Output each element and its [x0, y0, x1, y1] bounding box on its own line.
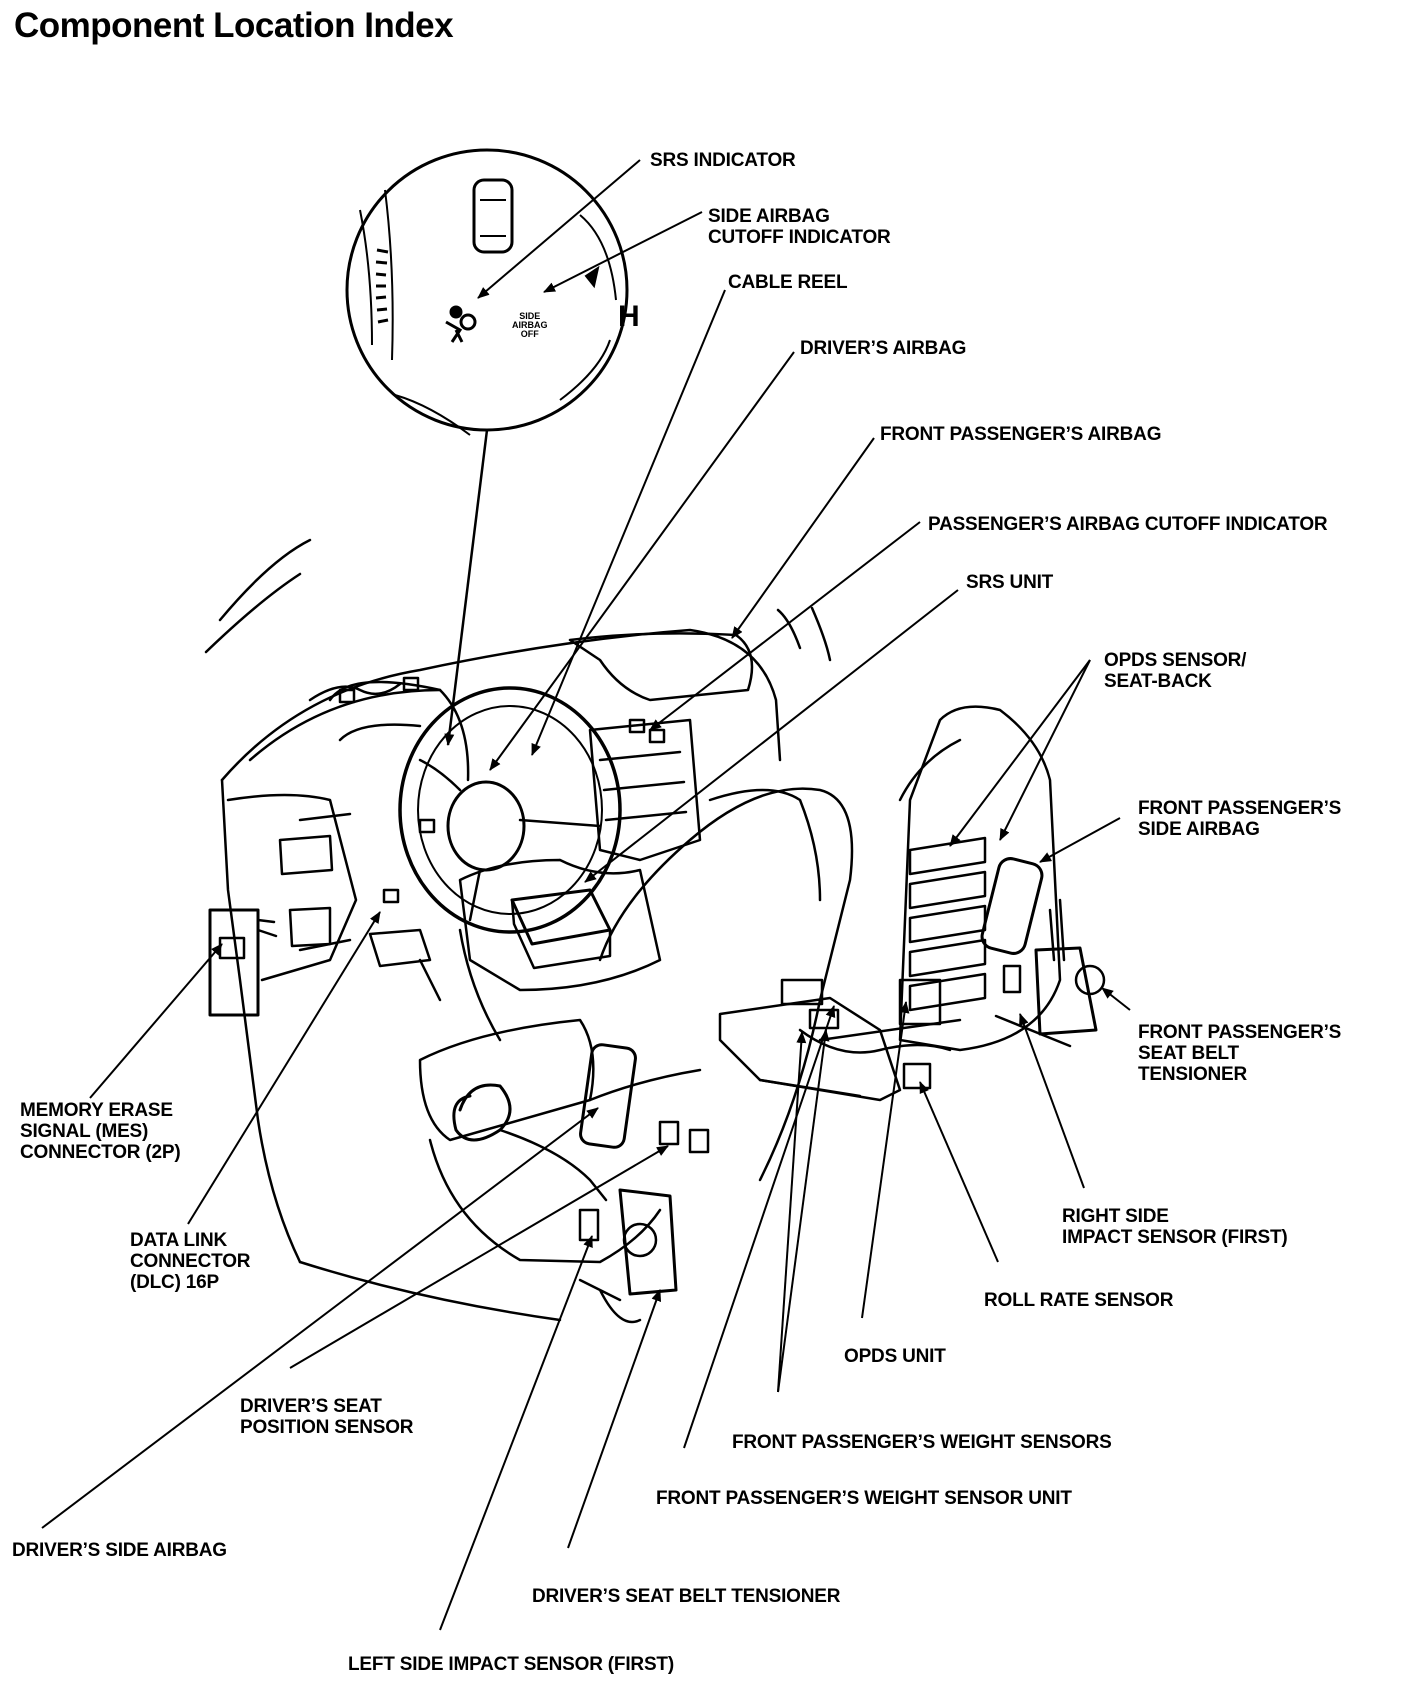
label-drivers-side-airbag: DRIVER’S SIDE AIRBAG: [12, 1540, 227, 1561]
label-left-side-impact-sensor: LEFT SIDE IMPACT SENSOR (FIRST): [348, 1654, 674, 1675]
label-srs-indicator: SRS INDICATOR: [650, 150, 796, 171]
label-roll-rate-sensor: ROLL RATE SENSOR: [984, 1290, 1174, 1311]
label-passengers-airbag-cutoff-indicator: PASSENGER’S AIRBAG CUTOFF INDICATOR: [928, 514, 1328, 535]
drivers-side-airbag-module: [579, 1043, 637, 1149]
drivers-seat-belt-tensioner: [618, 1188, 678, 1296]
label-fp-weight-sensor-unit: FRONT PASSENGER’S WEIGHT SENSOR UNIT: [656, 1488, 1072, 1509]
srs-indicator-icon: [445, 305, 477, 343]
label-drivers-seat-belt-tensioner: DRIVER’S SEAT BELT TENSIONER: [532, 1586, 841, 1607]
inset-leader: [444, 429, 489, 746]
label-srs-unit: SRS UNIT: [966, 572, 1054, 593]
side-airbag-off-indicator: SIDE AIRBAG OFF: [512, 311, 548, 339]
label-cable-reel: CABLE REEL: [728, 272, 848, 293]
steering-wheel: [398, 686, 622, 934]
label-front-passengers-airbag: FRONT PASSENGER’S AIRBAG: [880, 424, 1162, 445]
leader-lines: [41, 159, 1131, 1631]
label-opds-sensor-seat-back: OPDS SENSOR/SEAT-BACK: [1104, 650, 1247, 692]
fp-seat-belt-tensioner: [1034, 946, 1098, 1036]
door-ajar-car-icon: [472, 178, 514, 254]
front-passenger-seat-frame: [898, 705, 1062, 1052]
page-title: Component Location Index: [14, 6, 454, 45]
fp-seat-rails: [718, 996, 902, 1102]
mes-connector-block: [208, 908, 260, 1017]
label-drivers-airbag: DRIVER’S AIRBAG: [800, 338, 967, 359]
label-fp-weight-sensors: FRONT PASSENGER’S WEIGHT SENSORS: [732, 1432, 1112, 1453]
label-opds-unit: OPDS UNIT: [844, 1346, 946, 1367]
temp-gauge-h-letter: H: [618, 300, 640, 333]
fp-side-airbag-module: [980, 857, 1044, 955]
opds-sensor-seat-back: [908, 836, 987, 1012]
dashboard-drawing: [204, 538, 1106, 1324]
